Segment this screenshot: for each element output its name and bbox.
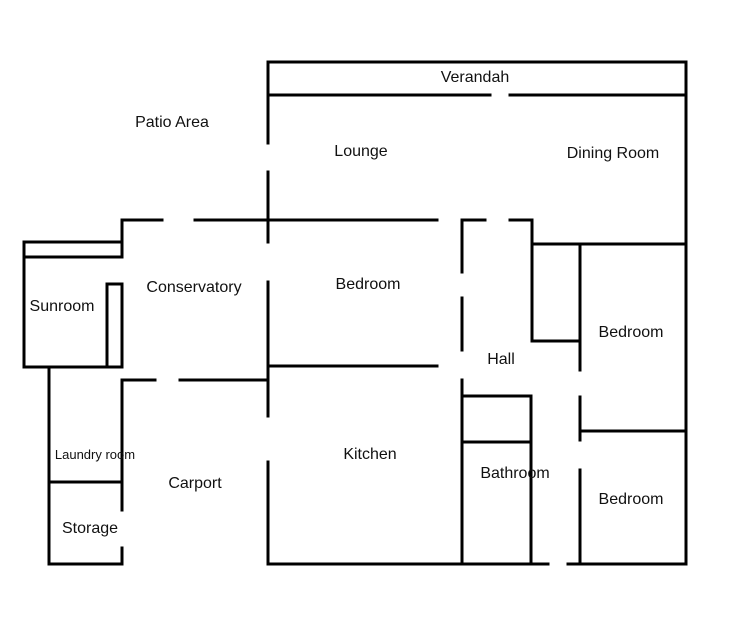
room-label-kitchen: Kitchen <box>343 446 396 463</box>
room-label-carport: Carport <box>168 475 222 492</box>
room-labels: Verandah Patio Area Lounge Dining Room C… <box>30 69 664 537</box>
room-label-patio-area: Patio Area <box>135 114 209 131</box>
room-label-sunroom: Sunroom <box>30 298 95 315</box>
walls <box>22 60 688 566</box>
room-label-lounge: Lounge <box>334 143 387 160</box>
room-label-bathroom: Bathroom <box>480 465 549 482</box>
room-label-hall: Hall <box>487 351 515 368</box>
room-label-laundry-room: Laundry room <box>55 447 135 462</box>
room-label-bedroom-east-upper: Bedroom <box>599 324 664 341</box>
room-label-dining-room: Dining Room <box>567 145 659 162</box>
room-label-bedroom-east-lower: Bedroom <box>599 491 664 508</box>
room-label-conservatory: Conservatory <box>146 279 241 296</box>
room-label-bedroom-main: Bedroom <box>336 276 401 293</box>
room-label-verandah: Verandah <box>441 69 510 86</box>
room-label-storage: Storage <box>62 520 118 537</box>
